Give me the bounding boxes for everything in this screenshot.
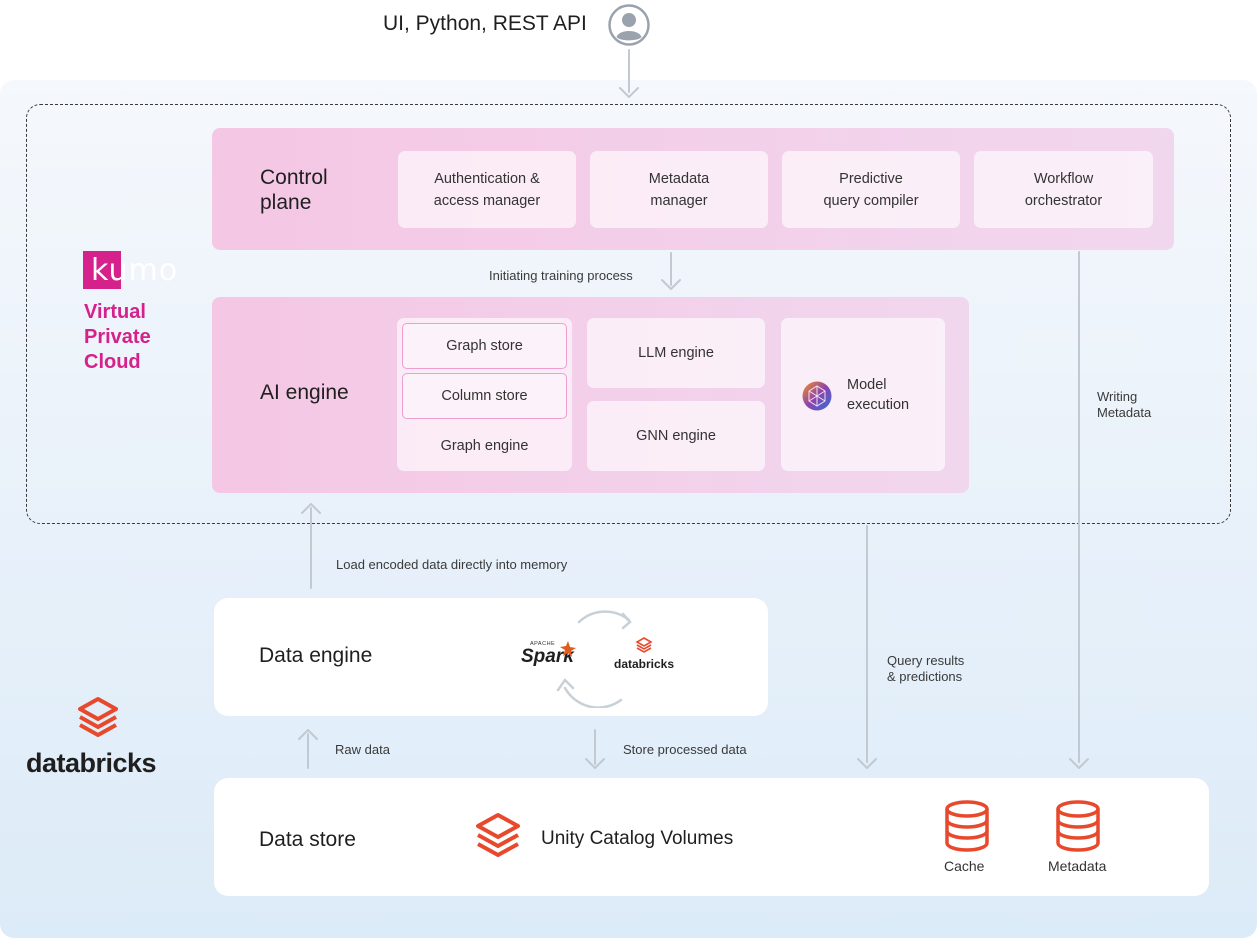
- vpc-label: Virtual Private Cloud: [84, 300, 151, 375]
- data-store-panel: Data store Unity Catalog Volumes Cache M…: [214, 778, 1209, 896]
- user-icon: [607, 3, 651, 47]
- graph-engine-label: Graph engine: [440, 438, 529, 454]
- column-store-box: Column store: [402, 373, 567, 419]
- data-store-title: Data store: [259, 828, 356, 851]
- control-plane-title: Control plane: [260, 166, 328, 214]
- vpc-label-line: Cloud: [84, 351, 141, 373]
- llm-engine-card: LLM engine: [587, 318, 765, 388]
- model-execution-label: Model: [847, 377, 887, 393]
- store-processed-label: Store processed data: [623, 742, 747, 757]
- load-encoded-label: Load encoded data directly into memory: [336, 557, 568, 572]
- model-execution-label: execution: [847, 397, 910, 413]
- graph-store-box: Graph store: [402, 323, 567, 369]
- raw-data-label: Raw data: [335, 742, 390, 757]
- auth-access-manager-card: Authentication &access manager: [398, 151, 576, 228]
- cache-label: Cache: [944, 858, 985, 874]
- kumo-logo: kumo: [83, 251, 177, 289]
- ai-engine-title: AI engine: [260, 381, 349, 404]
- spark-logo: APACHE Spark: [521, 641, 581, 673]
- cache-database-icon: [945, 800, 989, 852]
- cycle-arrows-icon: [556, 610, 632, 708]
- databricks-small-logo: databricks: [609, 636, 679, 676]
- writing-metadata-label: Writing Metadata: [1097, 389, 1152, 420]
- control-plane-panel: Control plane Authentication &access man…: [212, 128, 1174, 250]
- query-results-label: Query results & predictions: [887, 653, 965, 684]
- databricks-logo: databricks: [26, 695, 176, 785]
- vpc-label-line: Private: [84, 326, 151, 348]
- vpc-label-line: Virtual: [84, 301, 146, 323]
- data-engine-title: Data engine: [259, 644, 373, 667]
- model-execution-icon: [801, 380, 833, 412]
- unity-catalog-label: Unity Catalog Volumes: [541, 828, 734, 849]
- graph-engine-group: Graph store Column store Graph engine: [397, 318, 572, 471]
- unity-catalog-icon: [476, 813, 520, 857]
- metadata-label: Metadata: [1048, 858, 1107, 874]
- gnn-engine-card: GNN engine: [587, 401, 765, 471]
- model-execution-card: Model execution: [781, 318, 945, 471]
- virtual-private-cloud-boundary: [26, 104, 1231, 524]
- metadata-database-icon: [1056, 800, 1100, 852]
- initiating-training-label: Initiating training process: [489, 268, 633, 283]
- ai-engine-panel: AI engine Graph store Column store Graph…: [212, 297, 969, 493]
- data-engine-panel: Data engine APACHE Spark databricks: [214, 598, 768, 716]
- api-label: UI, Python, REST API: [383, 12, 587, 35]
